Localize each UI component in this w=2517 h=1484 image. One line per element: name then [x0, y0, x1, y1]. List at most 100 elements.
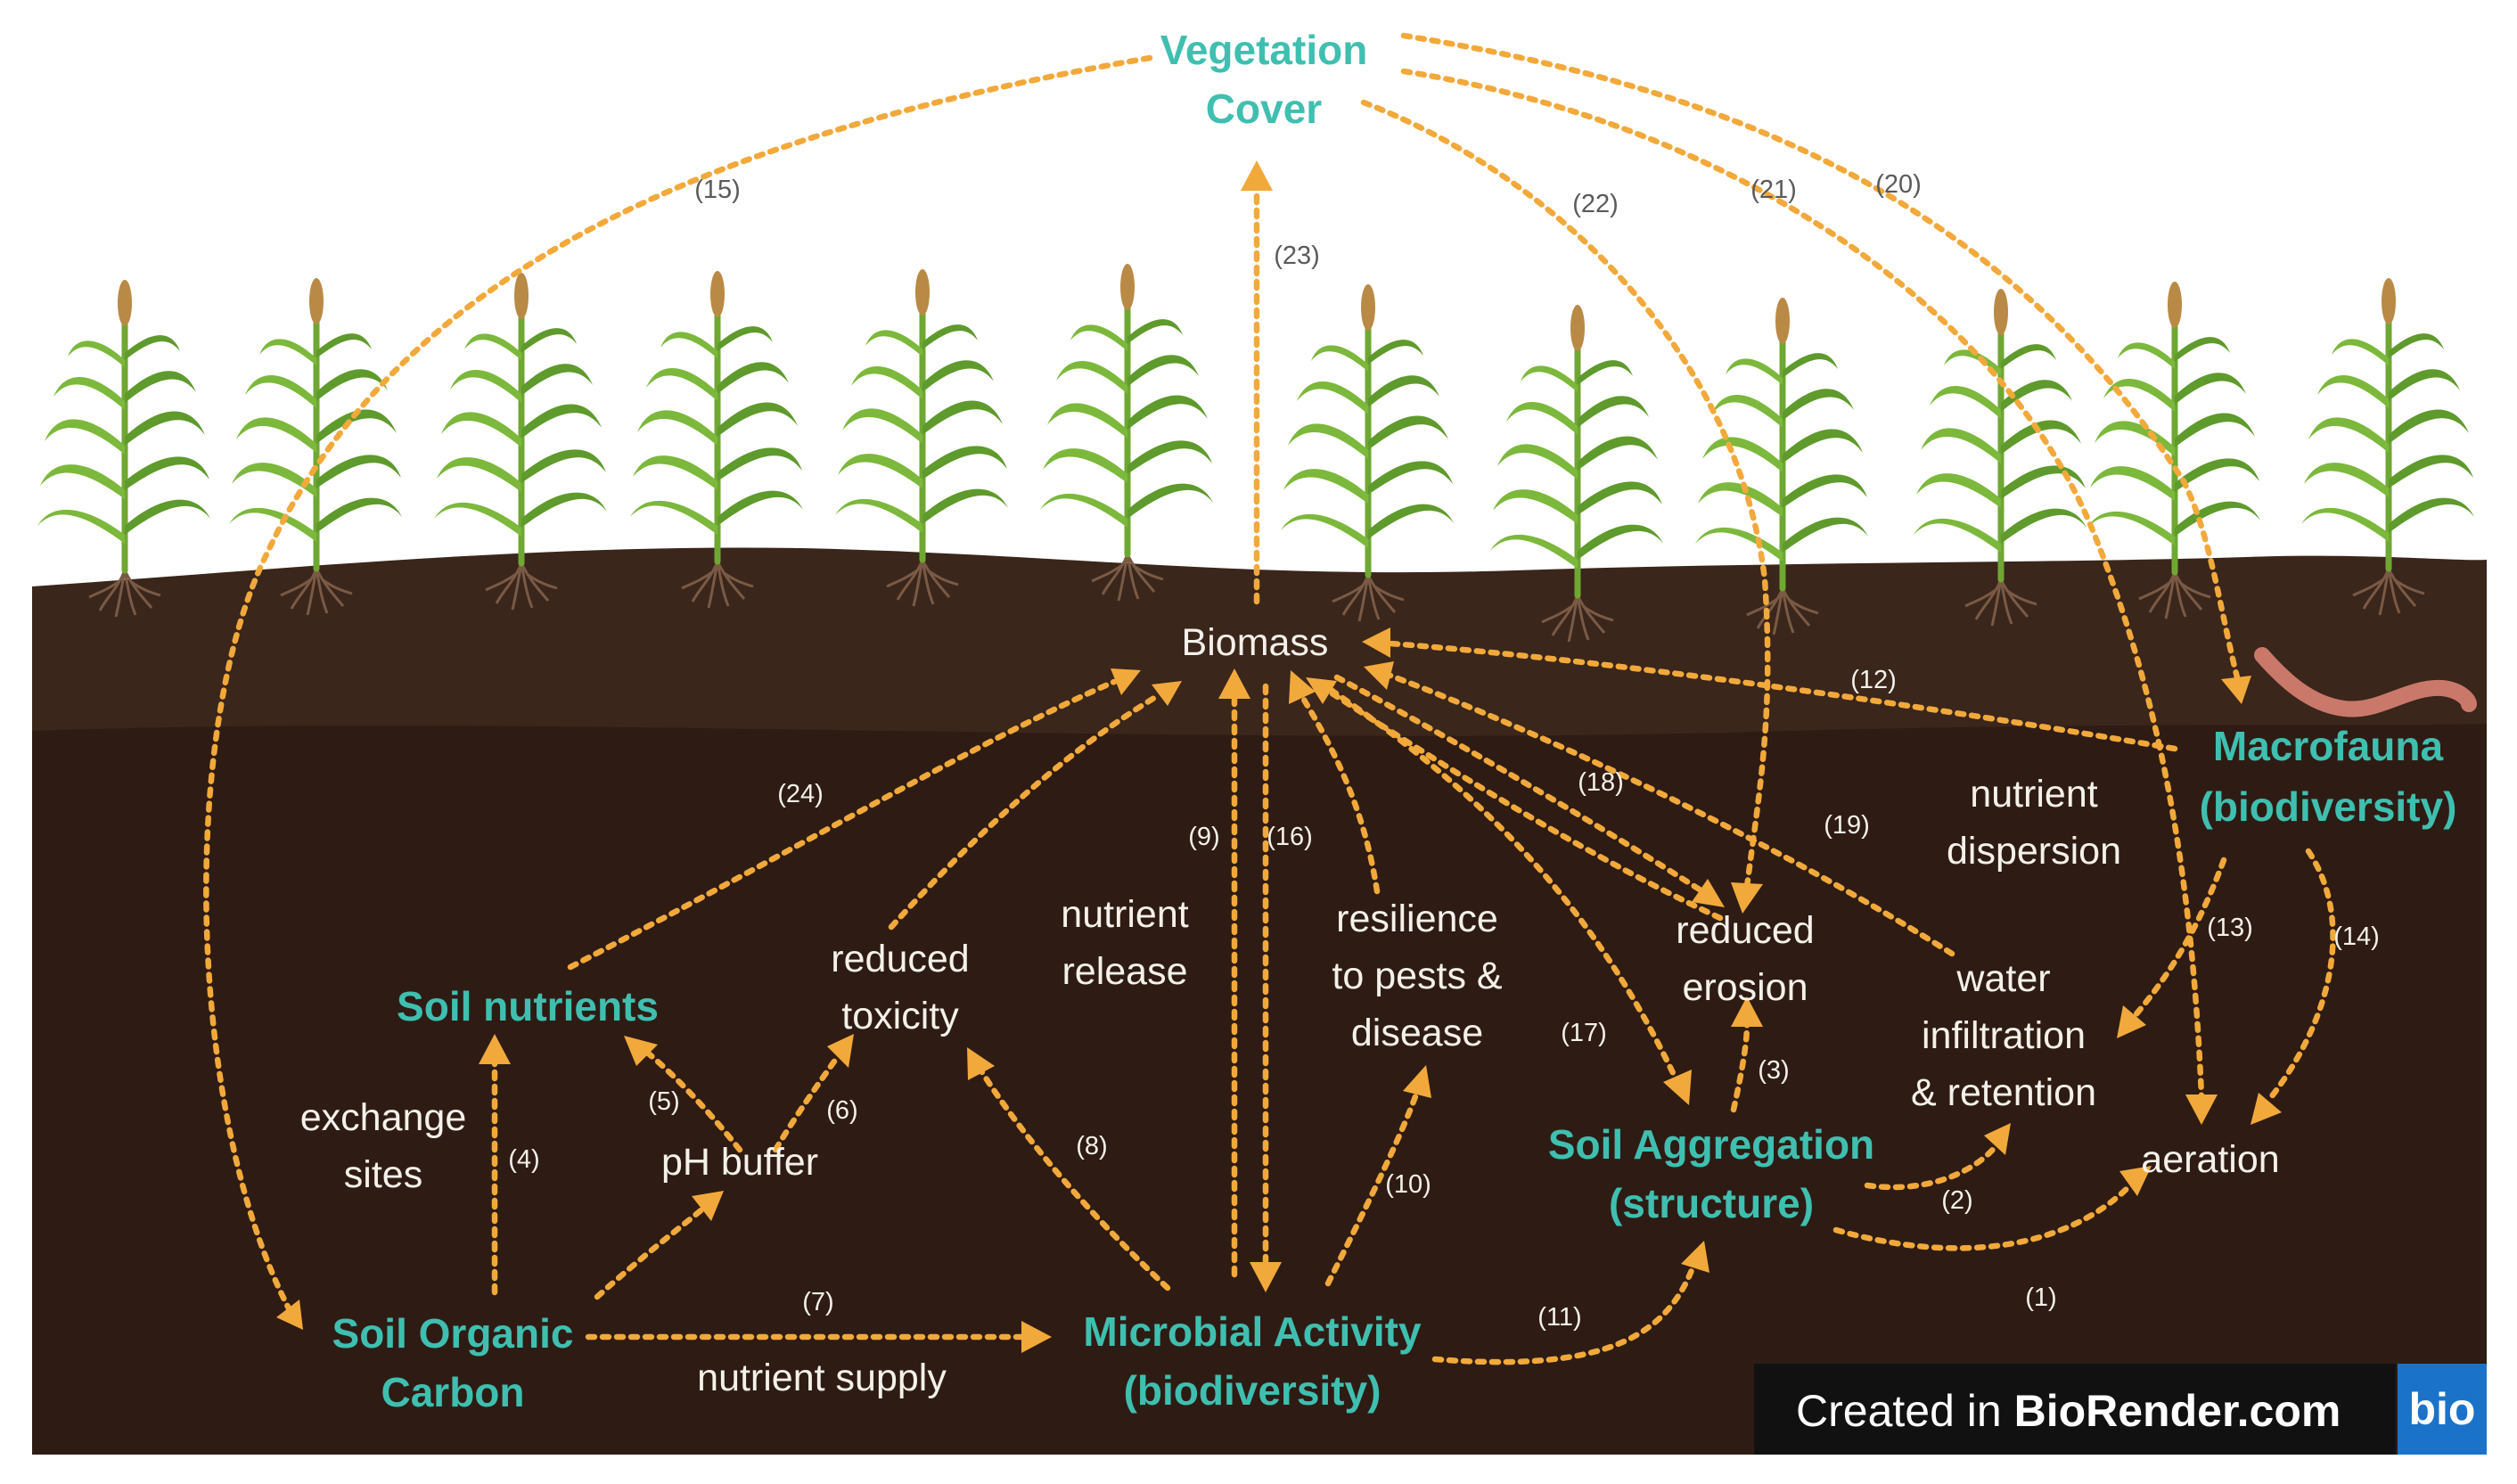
arrow-head — [624, 1036, 658, 1066]
biorender-badge[interactable]: Created in BioRender.com bio — [1754, 1364, 2487, 1455]
arrow-18b — [1324, 687, 1724, 922]
arrow-1 — [1832, 1182, 2134, 1251]
arrow-head — [1111, 668, 1141, 695]
arrow-head — [1218, 668, 1250, 699]
arrow-head — [276, 1300, 303, 1330]
vegetation-cover-node: Vegetation — [1160, 27, 1368, 73]
arrow-10 — [1324, 1088, 1421, 1287]
arrow-21 — [1400, 68, 2205, 1100]
nutrient-release-label-line2: release — [1062, 950, 1187, 993]
arrow-number-22: (22) — [1572, 190, 1619, 218]
arrow-15 — [203, 54, 1153, 1314]
arrow-number-8: (8) — [1076, 1132, 1107, 1160]
arrow-toxicity-biomass — [888, 692, 1162, 931]
arrow-number-9: (9) — [1188, 823, 1219, 851]
reduced-toxicity-label: reduced — [831, 938, 969, 980]
arrow-5 — [643, 1048, 743, 1153]
reduced-toxicity-label-line2: toxicity — [841, 995, 959, 1037]
vegetation-cover-node-line2: Cover — [1206, 86, 1322, 132]
arrow-18a — [1333, 674, 1706, 895]
arrow-number-15: (15) — [694, 176, 741, 204]
arrow-number-23: (23) — [1274, 242, 1320, 270]
arrow-head — [2185, 1095, 2218, 1125]
arrow-head — [1241, 160, 1273, 191]
soil-organic-carbon-node-line2: Carbon — [381, 1369, 525, 1415]
arrow-head — [1731, 996, 1763, 1027]
arrow-14 — [2265, 848, 2336, 1104]
arrow-number-5: (5) — [648, 1087, 679, 1116]
earthworm-icon — [2254, 647, 2477, 717]
resilience-label-line2: to pests & — [1332, 955, 1503, 997]
arrow-number-7: (7) — [802, 1288, 833, 1316]
arrow-head — [1289, 670, 1316, 704]
resilience-label-line3: disease — [1351, 1012, 1483, 1054]
macrofauna-node: Macrofauna — [2213, 723, 2444, 769]
arrow-number-24: (24) — [777, 780, 824, 808]
arrow-11 — [1431, 1262, 1697, 1365]
arrow-head — [1731, 882, 1763, 914]
exchange-sites-label: exchange — [300, 1096, 467, 1139]
arrow-head — [1362, 627, 1390, 658]
arrow-head — [1152, 681, 1182, 706]
nutrient-dispersion-label: nutrient — [1970, 773, 2097, 816]
reduced-erosion-label: reduced — [1676, 909, 1814, 952]
arrows — [203, 32, 2336, 1365]
soil-aggregation-node: Soil Aggregation — [1548, 1121, 1874, 1168]
soil-nutrients-node: Soil nutrients — [397, 983, 659, 1029]
arrow-number-18: (18) — [1578, 768, 1624, 797]
soil-organic-carbon-node: Soil Organic — [332, 1310, 574, 1357]
arrow-number-21: (21) — [1750, 176, 1797, 204]
badge-background — [1754, 1364, 2396, 1455]
arrow-number-2: (2) — [1941, 1186, 1972, 1215]
arrow-resilience-biomass — [1298, 692, 1381, 895]
arrow-head — [2117, 1005, 2146, 1038]
reduced-erosion-label-line2: erosion — [1682, 966, 1808, 1009]
arrow-head — [1663, 1070, 1692, 1105]
ph-buffer-label: pH buffer — [661, 1141, 818, 1184]
arrow-2 — [1864, 1142, 2000, 1191]
arrow-number-20: (20) — [1875, 170, 1922, 199]
arrow-20 — [1400, 32, 2241, 681]
resilience-label: resilience — [1336, 898, 1498, 940]
arrow-6 — [772, 1053, 841, 1153]
arrow-22 — [1360, 99, 1771, 890]
exchange-sites-label-line2: sites — [344, 1153, 422, 1196]
arrow-3 — [1730, 1021, 1750, 1113]
arrow-number-1: (1) — [2025, 1283, 2056, 1312]
arrow-number-17: (17) — [1561, 1019, 1607, 1047]
aeration-label: aeration — [2141, 1138, 2279, 1181]
microbial-activity-node: Microbial Activity — [1083, 1308, 1422, 1355]
arrow-19 — [1387, 672, 1955, 957]
arrow-head — [967, 1047, 995, 1080]
arrow-number-16: (16) — [1267, 823, 1313, 851]
arrow-number-19: (19) — [1824, 811, 1870, 840]
arrow-head — [1364, 661, 1394, 690]
water-infiltration-label-line3: & retention — [1911, 1071, 2096, 1114]
microbial-activity-node-line2: (biodiversity) — [1124, 1367, 1381, 1414]
arrow-head — [692, 1191, 724, 1221]
arrow-number-12: (12) — [1850, 666, 1897, 694]
arrow-soc-ph — [594, 1204, 708, 1300]
macrofauna-node-line2: (biodiversity) — [2200, 783, 2457, 830]
arrow-number-10: (10) — [1385, 1170, 1431, 1199]
nutrient-supply-label: nutrient supply — [697, 1357, 947, 1399]
arrow-head — [479, 1034, 511, 1064]
arrow-head — [1306, 677, 1337, 704]
arrow-8 — [977, 1066, 1171, 1291]
arrow-head — [1250, 1262, 1282, 1292]
arrow-head — [1984, 1123, 2011, 1155]
arrow-head — [2119, 1166, 2152, 1196]
arrow-number-3: (3) — [1758, 1056, 1789, 1085]
soil-aggregation-node-line2: (structure) — [1609, 1180, 1814, 1226]
arrow-head — [2221, 676, 2251, 704]
badge-prefix: Created in — [1796, 1386, 2014, 1436]
arrow-number-labels: (1) (2) (3) (4) (5) (6) (7) (8) (9) (10)… — [508, 170, 2380, 1332]
biorender-logo-text: bio — [2409, 1384, 2476, 1434]
arrow-13 — [2131, 857, 2227, 1020]
arrow-number-4: (4) — [508, 1145, 539, 1174]
arrow-head — [827, 1034, 854, 1068]
arrow-head — [2251, 1093, 2282, 1125]
arrow-head — [1021, 1321, 1052, 1353]
arrow-number-13: (13) — [2207, 914, 2253, 942]
